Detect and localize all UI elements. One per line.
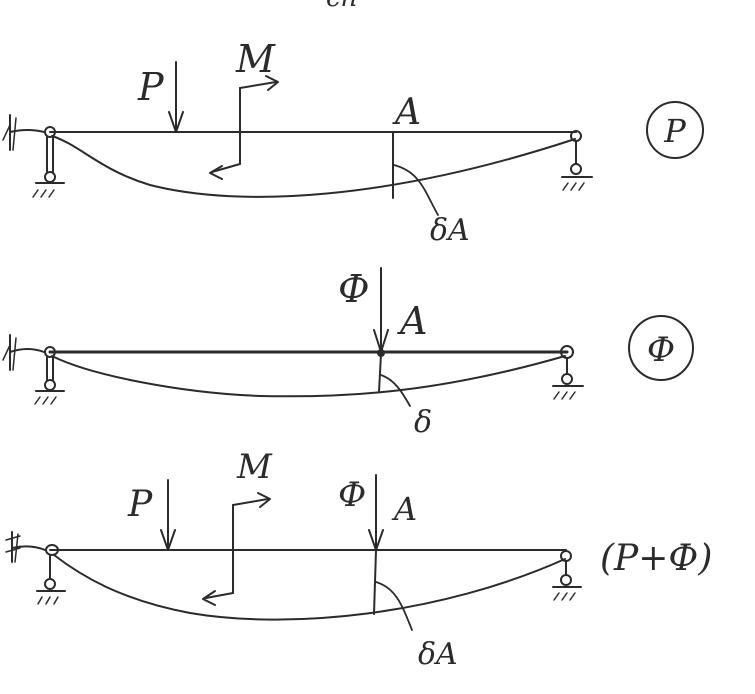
state-label-3: (P+Ф) bbox=[600, 538, 712, 579]
header-fragment: сп bbox=[326, 0, 357, 13]
right-roller-support-2 bbox=[552, 345, 584, 400]
moment-m-symbol-3 bbox=[202, 492, 271, 606]
deflection-curve-1 bbox=[51, 135, 576, 198]
point-a-vertical-2 bbox=[378, 353, 382, 393]
left-pin-support-1 bbox=[32, 126, 65, 198]
force-phi-arrow-3 bbox=[368, 474, 384, 551]
left-pin-support-2 bbox=[34, 346, 65, 405]
left-pin-support-3 bbox=[36, 544, 66, 605]
point-a-vertical-3 bbox=[373, 549, 377, 615]
left-constraint-mark-1 bbox=[2, 114, 45, 151]
moment-m-symbol-1 bbox=[209, 75, 279, 180]
force-phi-arrow-2 bbox=[373, 267, 389, 357]
left-constraint-mark-2 bbox=[2, 334, 45, 371]
deflection-label-3: δA bbox=[418, 637, 458, 672]
deflection-label-1: δA bbox=[430, 213, 470, 248]
right-roller-support-1 bbox=[561, 130, 593, 191]
deflection-leader-1 bbox=[393, 164, 439, 216]
second-force-label-3: Ф bbox=[338, 475, 366, 515]
diagram-p-plus-phi: P M Ф A δA (P+Ф) bbox=[5, 447, 712, 672]
point-a-label-3: A bbox=[391, 490, 417, 528]
deflection-curve-3 bbox=[53, 554, 566, 621]
force-label-3: P bbox=[127, 484, 153, 525]
deflection-curve-2 bbox=[51, 355, 566, 398]
state-label-1: P bbox=[663, 112, 686, 150]
force-label-2: Ф bbox=[338, 267, 370, 311]
moment-label-1: M bbox=[235, 37, 276, 81]
point-a-label-2: A bbox=[397, 299, 427, 343]
diagram-phi: Ф A δ Ф bbox=[2, 267, 694, 440]
right-roller-support-3 bbox=[552, 550, 582, 601]
deflection-leader-2 bbox=[380, 374, 411, 407]
left-constraint-mark-3 bbox=[5, 531, 46, 563]
force-p-arrow-1 bbox=[168, 61, 184, 133]
diagram-p: P M A δA P bbox=[2, 37, 704, 248]
force-label-1: P bbox=[137, 65, 165, 109]
state-label-2: Ф bbox=[647, 330, 675, 370]
deflection-leader-3 bbox=[375, 581, 413, 631]
force-p-arrow-3 bbox=[160, 479, 176, 551]
point-a-label-1: A bbox=[392, 92, 421, 133]
moment-label-3: M bbox=[236, 447, 273, 487]
state-circle-2 bbox=[628, 315, 694, 381]
deflection-label-2: δ bbox=[414, 405, 432, 440]
state-circle-1 bbox=[646, 101, 704, 159]
